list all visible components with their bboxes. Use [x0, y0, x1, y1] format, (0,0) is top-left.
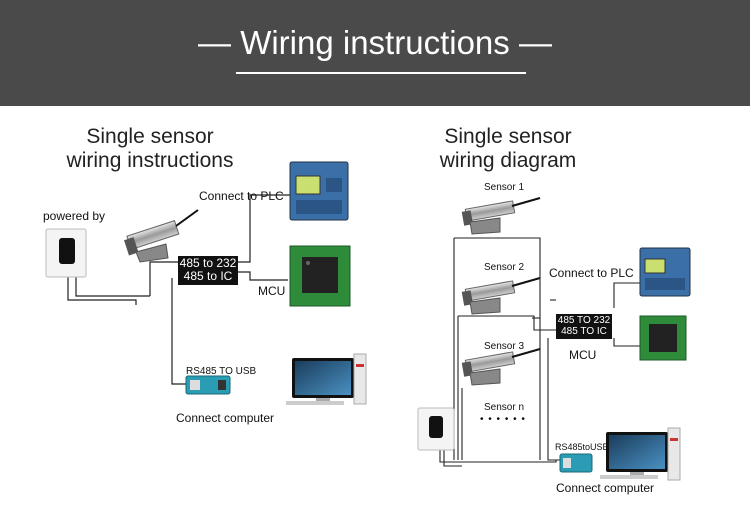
rs485-usb-label-left: RS485 TO USB: [186, 366, 257, 377]
mcu-board-left: [289, 245, 351, 307]
converter-box-right: 485 TO 232 485 TO IC: [556, 314, 612, 339]
right-title-line1: Single sensor: [444, 125, 572, 148]
mcu-board-right: [639, 315, 687, 361]
sensor-right-3: [461, 348, 541, 386]
connect-plc-label-left: Connect to PLC: [199, 189, 284, 203]
converter-left-line2: 485 to IC: [183, 269, 233, 283]
title-underline: [236, 72, 526, 74]
mcu-label-left: MCU: [258, 284, 286, 298]
page-title: — Wiring instructions —: [198, 24, 552, 61]
plc-right: [639, 247, 691, 297]
sensor3-label: Sensor 3: [484, 341, 525, 352]
connect-plc-label-right: Connect to PLC: [549, 266, 634, 280]
sensor2-label: Sensor 2: [484, 262, 525, 273]
mcu-label-right: MCU: [569, 348, 597, 362]
wall-socket-left: [45, 228, 87, 278]
powered-by-label: powered by: [43, 209, 106, 223]
sensor-left: [124, 209, 199, 263]
sensor1-label: Sensor 1: [484, 182, 525, 193]
usb-converter-right: [559, 453, 593, 473]
sensor-dots: • • • • • •: [480, 414, 526, 425]
sensor-right-2: [461, 277, 541, 315]
converter-right-line2: 485 TO IC: [561, 326, 607, 337]
wall-socket-right: [417, 407, 455, 451]
converter-left-line1: 485 to 232: [179, 256, 237, 270]
connect-computer-label-right: Connect computer: [556, 481, 655, 495]
left-section-title: Single sensor wiring instructions: [62, 125, 238, 173]
sensorn-label: Sensor n: [484, 402, 525, 413]
usb-converter-left: [185, 375, 231, 395]
rs485-usb-label-right: RS485toUSB: [555, 442, 609, 452]
right-title-line2: wiring diagram: [439, 149, 577, 172]
computer-right: [600, 427, 681, 481]
sensor-right-1: [461, 197, 541, 235]
right-section-title: Single sensor wiring diagram: [420, 125, 596, 173]
converter-box-left: 485 to 232 485 to IC: [178, 256, 238, 285]
plc-left: [289, 161, 349, 221]
left-title-line1: Single sensor: [86, 125, 214, 148]
converter-right-line1: 485 TO 232: [557, 315, 611, 326]
connect-computer-label-left: Connect computer: [176, 411, 275, 425]
header-banner: — Wiring instructions —: [0, 0, 750, 106]
computer-left: [286, 353, 367, 405]
left-title-line2: wiring instructions: [66, 149, 234, 172]
